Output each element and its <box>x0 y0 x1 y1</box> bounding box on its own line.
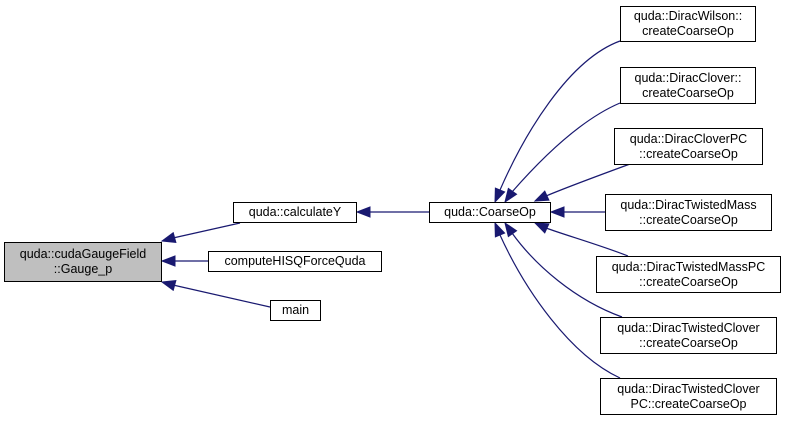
edge-cloverPC-to-coarseOp <box>545 163 631 197</box>
arrowhead-icon <box>494 187 506 204</box>
node-label-line: quda::DiracClover:: <box>634 70 742 85</box>
node-coarse-op[interactable]: quda::CoarseOp <box>429 202 551 223</box>
node-label-line: ::createCoarseOp <box>639 146 738 161</box>
node-label-line: createCoarseOp <box>642 24 734 38</box>
edge-twistedCloverPC-to-coarseOp <box>499 234 621 379</box>
arrowhead-icon <box>504 187 518 204</box>
node-label-line: ::createCoarseOp <box>639 274 738 289</box>
node-label-line: quda::DiracTwistedClover <box>617 320 760 335</box>
node-compute-hisq-force-quda[interactable]: computeHISQForceQuda <box>208 251 382 272</box>
node-gauge-p: quda::cudaGaugeField ::Gauge_p <box>4 242 162 282</box>
node-label-line: quda::DiracTwistedClover <box>617 381 760 396</box>
node-main[interactable]: main <box>270 300 321 321</box>
edge-calculateY-to-gauge_p <box>172 222 241 239</box>
arrowhead-icon <box>160 255 176 267</box>
node-dirac-twisted-clover-create-coarse-op[interactable]: quda::DiracTwistedClover ::createCoarseO… <box>600 317 777 354</box>
node-label-line: computeHISQForceQuda <box>224 254 366 268</box>
arrowhead-icon <box>355 206 371 218</box>
arrowhead-icon <box>533 222 550 234</box>
node-dirac-wilson-create-coarse-op[interactable]: quda::DiracWilson:: createCoarseOp <box>620 6 756 42</box>
node-label-line: quda::DiracTwistedMassPC <box>611 259 766 274</box>
node-label-line: createCoarseOp <box>642 85 734 100</box>
node-label-line: PC::createCoarseOp <box>630 396 747 411</box>
node-label-line: quda::DiracCloverPC <box>629 131 748 146</box>
node-dirac-twisted-mass-pc-create-coarse-op[interactable]: quda::DiracTwistedMassPC ::createCoarseO… <box>596 256 781 293</box>
node-label-line: quda::calculateY <box>248 205 342 219</box>
node-label-line: ::createCoarseOp <box>639 335 738 350</box>
arrowhead-icon <box>504 221 518 238</box>
edge-clover-to-coarseOp <box>511 102 621 193</box>
edge-twistedMassPC-to-coarseOp <box>545 227 629 257</box>
node-calculate-y[interactable]: quda::calculateY <box>233 202 357 223</box>
arrowhead-icon <box>160 280 177 292</box>
node-label-line: quda::DiracWilson:: <box>633 9 743 23</box>
arrowhead-icon <box>533 190 550 202</box>
node-dirac-clover-create-coarse-op[interactable]: quda::DiracClover:: createCoarseOp <box>620 67 756 104</box>
node-label-line: main <box>281 303 310 317</box>
arrowhead-icon <box>160 231 177 243</box>
arrowhead-icon <box>494 221 506 238</box>
node-label-line: ::createCoarseOp <box>639 212 738 227</box>
node-label-line: quda::CoarseOp <box>444 205 536 219</box>
edge-twistedClover-to-coarseOp <box>511 232 623 318</box>
node-dirac-twisted-mass-create-coarse-op[interactable]: quda::DiracTwistedMass ::createCoarseOp <box>605 194 772 231</box>
edge-wilson-to-coarseOp <box>499 40 621 191</box>
node-label-line: quda::cudaGaugeField <box>19 247 147 261</box>
node-dirac-clover-pc-create-coarse-op[interactable]: quda::DiracCloverPC ::createCoarseOp <box>614 128 763 165</box>
node-dirac-twisted-clover-pc-create-coarse-op[interactable]: quda::DiracTwistedClover PC::createCoars… <box>600 378 777 415</box>
edge-main-to-gauge_p <box>172 284 271 308</box>
node-label-line: quda::DiracTwistedMass <box>620 197 757 212</box>
arrowhead-icon <box>549 206 565 218</box>
node-label-line: ::Gauge_p <box>53 262 113 276</box>
